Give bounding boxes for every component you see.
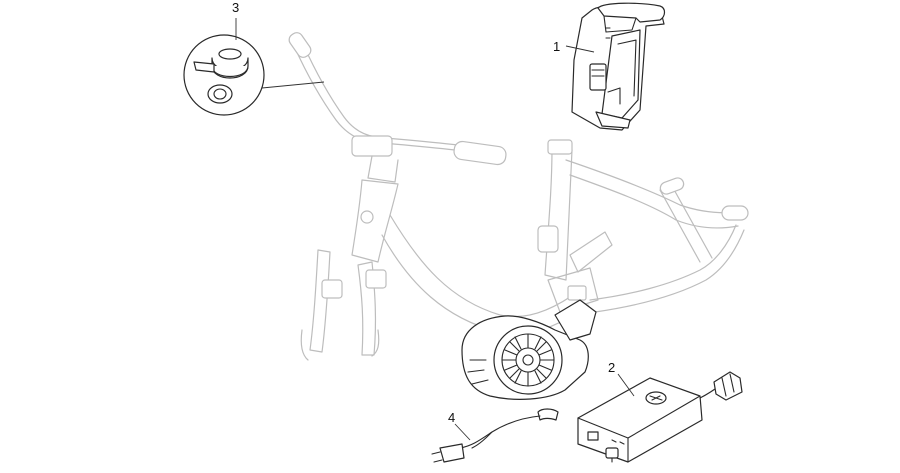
bell-part: [183, 34, 325, 116]
charging-cable-part: [431, 408, 559, 463]
callout-1: 1: [553, 39, 560, 54]
bicycle-ghost: [288, 32, 749, 361]
mid-drive-motor: [461, 299, 597, 400]
callout-2: 2: [608, 360, 615, 375]
callout-4: 4: [448, 410, 455, 425]
battery-part: [571, 2, 666, 131]
charger-part: [577, 371, 743, 463]
leader-lines: [235, 18, 635, 441]
callout-3: 3: [232, 0, 239, 15]
